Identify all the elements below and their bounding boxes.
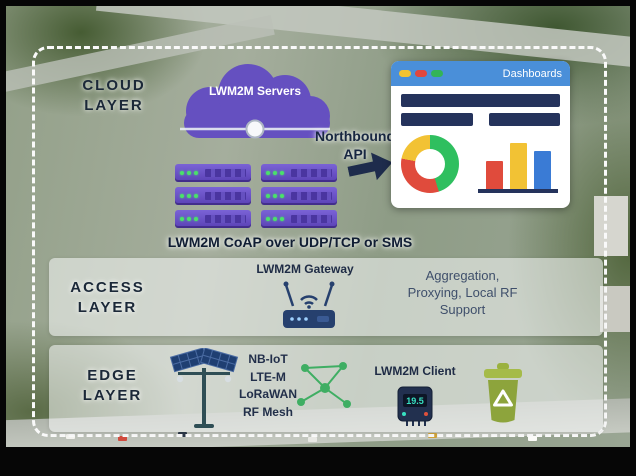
access-layer-description: Aggregation, Proxying, Local RF Support <box>407 268 518 317</box>
dashboard-donut-chart <box>401 135 459 193</box>
server-unit <box>175 187 251 205</box>
server-slot <box>205 192 246 200</box>
server-unit <box>175 164 251 182</box>
server-slot <box>291 169 332 177</box>
cloud-shape <box>180 64 330 139</box>
recycle-bin-icon <box>484 363 522 423</box>
cloud-servers-label: LWM2M Servers <box>208 84 302 98</box>
server-unit <box>261 164 337 182</box>
server-rack <box>175 164 337 228</box>
dashboard-nav-bar <box>401 94 560 107</box>
dashboard-bar-chart <box>478 141 558 193</box>
cloud-layer-label: CLOUD LAYER <box>82 77 146 115</box>
dashboard-title: Dashboards <box>502 67 562 80</box>
server-led <box>273 171 277 175</box>
router-icon <box>283 281 335 328</box>
edge-protocols-list: NB-IoT LTE-M LoRaWAN RF Mesh <box>233 351 303 421</box>
photo-car <box>308 437 317 442</box>
protocol-item: LTE-M <box>250 369 286 384</box>
northbound-arrow-icon <box>347 152 393 181</box>
server-column <box>261 164 337 228</box>
lwm2m-client-label: LWM2M Client <box>374 364 456 378</box>
server-led <box>187 194 191 198</box>
window-dot-green-icon <box>431 70 443 77</box>
diagram-dashed-frame <box>32 46 607 437</box>
dashboard-body <box>391 86 570 193</box>
edge-layer-label: EDGE LAYER <box>82 367 143 405</box>
server-led <box>266 194 270 198</box>
dashboard-charts <box>401 135 560 193</box>
server-led <box>280 217 284 221</box>
server-led <box>273 217 277 221</box>
lwm2m-client-device-icon: 19.5 <box>397 386 433 426</box>
window-dot-red-icon <box>415 70 427 77</box>
dashboard-nav-tile <box>488 113 560 126</box>
mesh-network-icon <box>297 362 351 408</box>
server-slot <box>205 215 246 223</box>
photo-building <box>594 196 628 256</box>
transport-protocol-label: LWM2M CoAP over UDP/TCP or SMS <box>167 234 413 250</box>
dashboard-nav-tile <box>401 113 473 126</box>
server-led <box>187 171 191 175</box>
server-led <box>273 194 277 198</box>
photo-car <box>118 436 127 441</box>
server-led <box>280 171 284 175</box>
server-unit <box>175 210 251 228</box>
solar-streetlight-icon <box>169 348 239 428</box>
dashboard-nav-row <box>401 113 560 126</box>
access-layer-label: ACCESS LAYER <box>70 279 145 317</box>
protocol-item: RF Mesh <box>242 404 293 419</box>
server-slot <box>205 169 246 177</box>
cloud-icon: LWM2M Servers <box>170 56 340 151</box>
server-led <box>194 171 198 175</box>
server-led <box>194 217 198 221</box>
server-unit <box>261 210 337 228</box>
dashboard-bar <box>509 143 527 189</box>
server-unit <box>261 187 337 205</box>
server-led <box>180 217 184 221</box>
photo-car <box>528 436 537 441</box>
server-led <box>280 194 284 198</box>
server-led <box>194 194 198 198</box>
dashboard-titlebar: Dashboards <box>391 61 570 86</box>
server-slot <box>291 215 332 223</box>
server-led <box>180 194 184 198</box>
window-dot-yellow-icon <box>399 70 411 77</box>
protocol-item: NB-IoT <box>248 352 288 366</box>
server-led <box>187 217 191 221</box>
dashboard-window: Dashboards <box>391 61 570 208</box>
protocol-item: LoRaWAN <box>239 387 297 401</box>
northbound-api-label: Northbound API <box>314 128 396 162</box>
server-led <box>266 217 270 221</box>
server-led <box>266 171 270 175</box>
server-led <box>180 171 184 175</box>
server-slot <box>291 192 332 200</box>
gateway-label: LWM2M Gateway <box>256 262 354 276</box>
server-column <box>175 164 251 228</box>
client-temperature-reading: 19.5 <box>406 396 424 406</box>
dashboard-bar <box>485 161 503 189</box>
dashboard-bar <box>533 151 551 189</box>
